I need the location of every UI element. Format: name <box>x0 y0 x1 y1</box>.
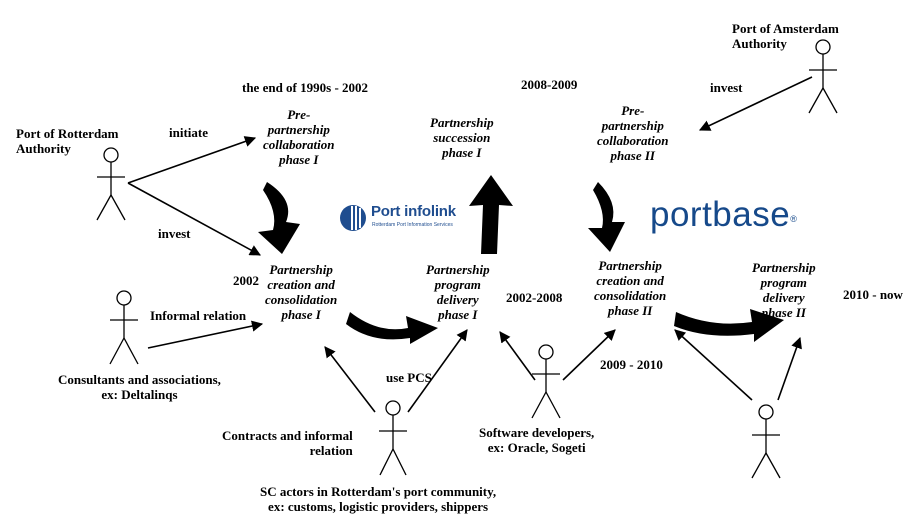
actor-label-consultants: Consultants and associations, ex: Deltal… <box>58 372 221 402</box>
block-arrow-creation1-to-delivery1 <box>346 312 438 344</box>
block-arrow-pre2-to-creation2 <box>588 182 625 252</box>
block-arrow-creation2-to-delivery2 <box>674 309 784 342</box>
actor-label-amsterdam: Port of Amsterdam Authority <box>732 21 839 51</box>
actor-figure-unlabeled <box>751 404 781 479</box>
arrow-initiate <box>127 136 257 184</box>
phase-succession-1: Partnership succession phase I <box>430 115 494 160</box>
relation-label-initiate: initiate <box>169 125 208 140</box>
period-label-2009-2010: 2009 - 2010 <box>600 357 663 372</box>
period-label-2010-now: 2010 - now <box>843 287 903 302</box>
relation-label-informal: Informal relation <box>150 308 247 323</box>
arrow-right-actor-delivery2 <box>777 336 802 401</box>
arrow-informal-relation <box>147 320 264 349</box>
period-label-2002: 2002 <box>233 273 259 288</box>
phase-creation-1: Partnership creation and consolidation p… <box>265 262 338 322</box>
period-label-2008-2009: 2008-2009 <box>521 77 578 92</box>
block-arrow-delivery1-to-succession1 <box>469 175 513 254</box>
block-arrow-pre1-to-creation1 <box>258 182 300 254</box>
arrow-software-delivery1 <box>499 331 536 381</box>
phase-pre-partnership-2: Pre- partnership collaboration phase II <box>597 103 669 163</box>
relation-label-invest-amsterdam: invest <box>710 80 743 95</box>
portbase-registered-mark: ® <box>790 214 798 224</box>
actor-figure-software-developers <box>531 344 561 419</box>
port-infolink-globe-icon <box>340 205 366 231</box>
arrow-invest-amsterdam <box>698 76 813 131</box>
arrow-invest-rotterdam <box>127 182 261 256</box>
relation-label-invest-rotterdam: invest <box>158 226 191 241</box>
actor-label-rotterdam: Port of Rotterdam Authority <box>16 126 119 156</box>
actor-label-sc-actors: SC actors in Rotterdam's port community,… <box>260 484 497 514</box>
relation-label-contracts: Contracts and informal relation <box>222 428 353 458</box>
arrow-sc-contracts <box>324 346 376 413</box>
actor-figure-consultants <box>109 290 139 365</box>
period-label-1990s-2002: the end of 1990s - 2002 <box>242 80 369 95</box>
port-infolink-title: Port infolink <box>371 203 456 220</box>
actor-figure-sc-actors <box>379 400 407 476</box>
portbase-wordmark: portbase <box>650 195 791 234</box>
phase-creation-2: Partnership creation and consolidation p… <box>594 258 667 318</box>
port-infolink-logo: Port infolink Rotterdam Port Information… <box>338 201 498 237</box>
period-label-2002-2008: 2002-2008 <box>506 290 563 305</box>
arrow-right-actor-creation2 <box>674 329 753 401</box>
phase-delivery-2: Partnership program delivery phase II <box>752 260 816 320</box>
portbase-logo: portbase® <box>650 195 797 235</box>
actor-figure-amsterdam <box>808 39 838 114</box>
relation-label-use-pcs: use PCS <box>386 370 432 385</box>
phase-pre-partnership-1: Pre- partnership collaboration phase I <box>263 107 335 167</box>
phase-delivery-1: Partnership program delivery phase I <box>426 262 490 322</box>
port-infolink-subtitle: Rotterdam Port Information Services <box>372 222 453 228</box>
actor-figure-rotterdam <box>96 147 126 221</box>
arrow-software-creation2 <box>562 329 616 381</box>
arrow-sc-use-pcs <box>407 329 468 413</box>
actor-label-software-developers: Software developers, ex: Oracle, Sogeti <box>479 425 595 455</box>
